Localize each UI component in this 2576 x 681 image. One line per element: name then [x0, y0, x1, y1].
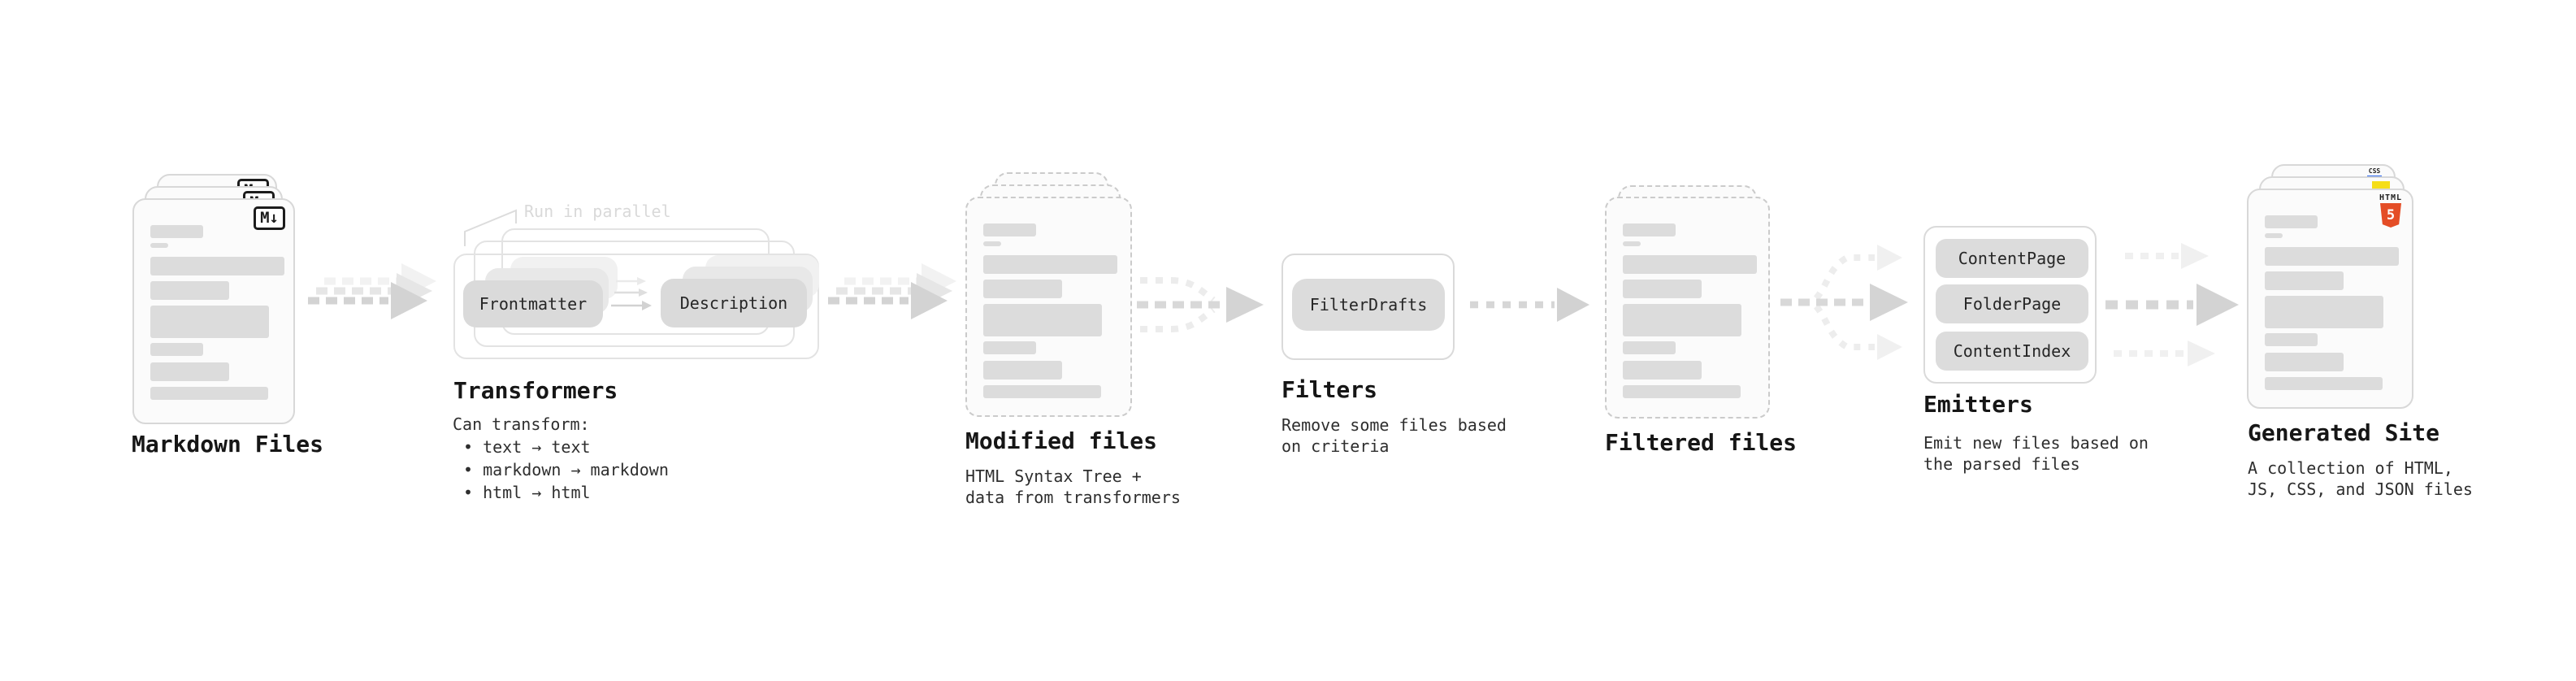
skeleton-bar [1623, 361, 1702, 380]
css-icon-label: CSS [2368, 167, 2381, 175]
skeleton-bar [1623, 241, 1641, 246]
transformers-desc-line: Can transform: [453, 414, 590, 434]
emitter-pill-contentpage: ContentPage [1936, 239, 2088, 278]
stage-label-filters: Filters [1281, 376, 1378, 403]
arrow-filtered-to-emitters [1780, 245, 1908, 360]
skeleton-bar [1623, 304, 1741, 336]
skeleton-bar [2265, 333, 2318, 346]
stage-label-markdown-files: Markdown Files [132, 431, 324, 458]
filters-desc-line: Remove some files based [1281, 415, 1507, 435]
modified-desc-line: data from transformers [965, 488, 1181, 507]
skeleton-bar [983, 385, 1101, 398]
skeleton-bar [150, 387, 268, 400]
skeleton-bar [983, 241, 1001, 246]
filters-desc-line: on criteria [1281, 436, 1390, 456]
skeleton-bar [983, 361, 1062, 380]
skeleton-bar [983, 255, 1117, 274]
skeleton-bar [2265, 215, 2318, 228]
arrow-transformers-to-modified [828, 263, 956, 319]
transformers-desc-line: • text → text [463, 437, 591, 457]
skeleton-bar [1623, 385, 1741, 398]
emitter-pill-contentindex: ContentIndex [1936, 332, 2088, 371]
modified-desc-line: HTML Syntax Tree + [965, 466, 1142, 486]
skeleton-bar [1623, 255, 1757, 274]
html5-icon-label: HTML [2379, 193, 2403, 202]
transformers-desc-line: • html → html [463, 483, 591, 502]
skeleton-bar [1623, 223, 1676, 236]
stage-label-generated-site: Generated Site [2248, 419, 2440, 446]
generated-desc-line: JS, CSS, and JSON files [2248, 479, 2473, 499]
skeleton-bar [983, 304, 1102, 336]
skeleton-bar [150, 225, 203, 238]
skeleton-bar [150, 343, 203, 356]
emitters-desc-line: the parsed files [1923, 454, 2080, 474]
transformer-box-front [453, 254, 819, 359]
filter-pill-filterdrafts: FilterDrafts [1292, 279, 1445, 331]
skeleton-bar [2265, 233, 2283, 238]
stage-label-filtered-files: Filtered files [1605, 429, 1798, 456]
skeleton-bar [1623, 341, 1676, 354]
arrow-markdown-to-transformers [308, 263, 436, 319]
stage-label-emitters: Emitters [1923, 391, 2033, 418]
stage-label-transformers: Transformers [453, 377, 618, 404]
html5-icon: HTML 5 [2379, 194, 2402, 228]
skeleton-bar [150, 243, 168, 248]
skeleton-bar [1623, 280, 1702, 298]
skeleton-bar [983, 341, 1036, 354]
transformer-pill-description: Description [661, 279, 807, 327]
arrow-modified-to-filters [1137, 277, 1264, 332]
emitters-desc-line: Emit new files based on [1923, 433, 2149, 453]
html5-icon-number: 5 [2386, 207, 2396, 223]
annotation-leader-line [464, 209, 517, 246]
skeleton-bar [150, 257, 284, 275]
modified-file-card-front [965, 197, 1132, 417]
skeleton-bar [2265, 271, 2344, 290]
frontmatter-to-description-arrows [611, 277, 652, 310]
skeleton-bar [2265, 247, 2399, 266]
generated-desc-line: A collection of HTML, [2248, 458, 2453, 478]
arrow-emitters-to-generated [2105, 243, 2239, 367]
filters-box [1281, 254, 1455, 360]
skeleton-bar [2265, 377, 2383, 390]
html5-icon-shield: 5 [2380, 203, 2401, 228]
skeleton-bar [150, 362, 229, 381]
stage-label-modified-files: Modified files [965, 427, 1158, 454]
emitters-box: ContentPage FolderPage ContentIndex [1923, 226, 2097, 384]
skeleton-bar [983, 280, 1062, 298]
skeleton-bar [983, 223, 1036, 236]
markdown-icon: M↓ [254, 206, 285, 230]
filtered-file-card-front [1605, 197, 1770, 419]
skeleton-bar [2265, 296, 2383, 328]
run-in-parallel-annotation: Run in parallel [524, 202, 671, 221]
emitter-pill-folderpage: FolderPage [1936, 284, 2088, 323]
generated-file-card-front: HTML 5 [2247, 189, 2413, 409]
transformers-desc-line: • markdown → markdown [463, 460, 669, 479]
markdown-file-card-front: M↓ [132, 198, 295, 424]
skeleton-bar [2265, 353, 2344, 371]
transformer-pill-frontmatter: Frontmatter [463, 280, 603, 327]
skeleton-bar [150, 281, 229, 300]
skeleton-bar [150, 306, 269, 338]
arrow-filters-to-filtered [1470, 288, 1589, 322]
